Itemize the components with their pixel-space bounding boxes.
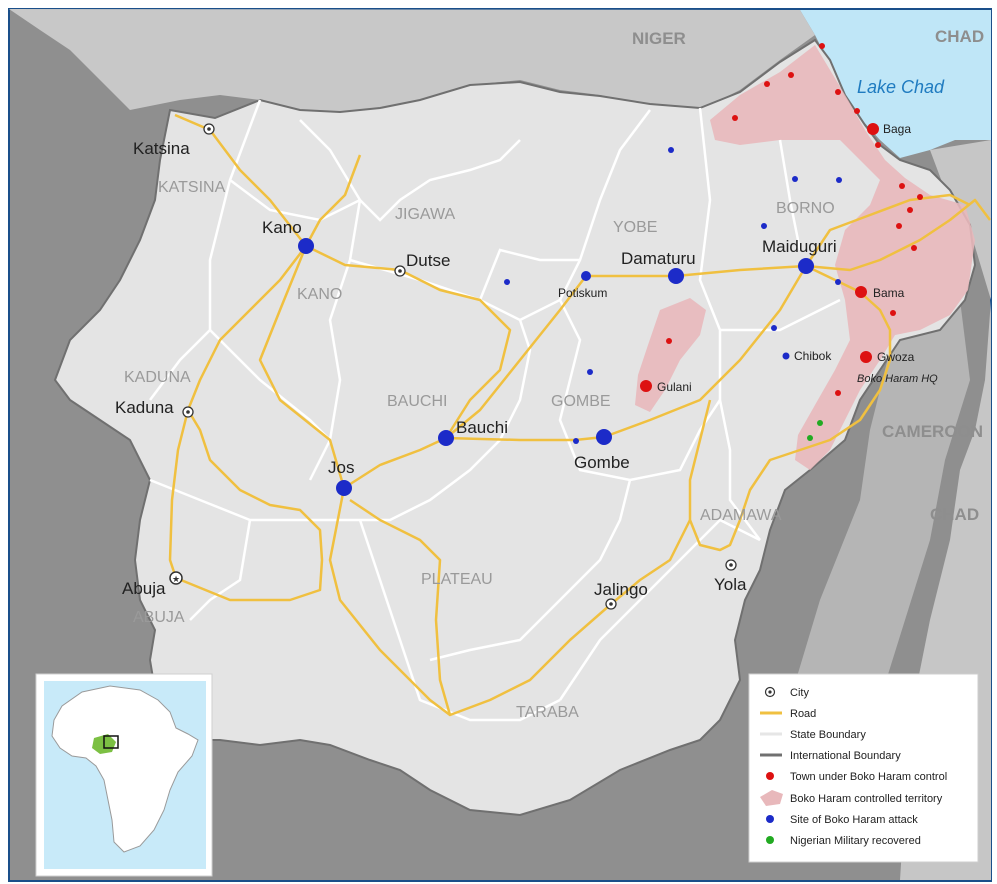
city-label-jos: Jos [328, 458, 354, 477]
state-label-kaduna: KADUNA [124, 369, 191, 386]
city-label-bama: Bama [873, 286, 905, 300]
legend-state-boundary-label: State Boundary [790, 729, 866, 741]
legend-boko-town-label: Town under Boko Haram control [790, 771, 947, 783]
state-boundaries [149, 99, 841, 722]
city-label-gwoza: Gwoza [877, 350, 915, 364]
state-label-katsina: KATSINA [158, 179, 226, 196]
military-recovered [807, 435, 813, 441]
city-label-abuja: Abuja [122, 579, 166, 598]
boko-town-bama [855, 286, 867, 298]
nigeria-outline [53, 38, 977, 817]
state-label-bauchi: BAUCHI [387, 393, 447, 410]
boko-territory-north [710, 45, 975, 470]
legend-recovered-label: Nigerian Military recovered [790, 835, 921, 847]
attack-site-potiskum [581, 271, 591, 281]
state-label-borno: BORNO [776, 200, 835, 217]
state-label-taraba: TARABA [516, 704, 579, 721]
state-label-kano: KANO [297, 286, 342, 303]
legend: City Road State Boundary International B… [748, 673, 979, 863]
attack-site [761, 223, 767, 229]
attack-site-maiduguri [798, 258, 814, 274]
city-marker-dutse [394, 265, 406, 277]
city-label-damaturu: Damaturu [621, 249, 696, 268]
boko-territory-gulani [635, 298, 706, 412]
roads [168, 113, 991, 717]
attack-site [792, 176, 798, 182]
legend-territory-icon [760, 790, 783, 806]
legend-city-icon [764, 686, 776, 698]
boko-towns-small [666, 43, 923, 396]
africa-shape [51, 685, 199, 853]
africa-inset [35, 673, 213, 877]
inset-locator-box [103, 735, 119, 749]
city-label-kaduna: Kaduna [115, 398, 174, 417]
state-label-yobe: YOBE [613, 219, 657, 236]
city-marker-kaduna [182, 406, 194, 418]
niger-region [9, 9, 815, 120]
attack-site [668, 147, 674, 153]
attack-site-kano [298, 238, 314, 254]
legend-international-boundary-label: International Boundary [790, 750, 901, 762]
boko-town-gwoza [860, 351, 872, 363]
city-label-yola: Yola [714, 575, 747, 594]
state-label-plateau: PLATEAU [421, 571, 493, 588]
state-label-gombe: GOMBE [551, 393, 611, 410]
lake-chad-label: Lake Chad [857, 77, 945, 97]
legend-attack-icon [766, 815, 774, 823]
country-label-cameroon: CAMEROON [882, 422, 983, 441]
attack-site-damaturu [668, 268, 684, 284]
state-label-jigawa: JIGAWA [395, 206, 455, 223]
city-label-kano: Kano [262, 218, 302, 237]
attack-site-chibok [782, 352, 790, 360]
city-label-gulani: Gulani [657, 380, 692, 394]
legend-city-label: City [790, 687, 809, 699]
svg-text:★: ★ [172, 575, 180, 585]
city-marker-yola [725, 559, 737, 571]
country-label-niger: NIGER [632, 29, 686, 48]
legend-recovered-icon [766, 836, 774, 844]
city-label-maiduguri: Maiduguri [762, 237, 837, 256]
legend-road-label: Road [790, 708, 816, 720]
attack-site-gombe [596, 429, 612, 445]
city-label-dutse: Dutse [406, 251, 450, 270]
city-label-gombe: Gombe [574, 453, 630, 472]
boko-hq-label: Boko Haram HQ [857, 373, 938, 385]
attack-site-jos [336, 480, 352, 496]
state-label-abuja: ABUJA [133, 609, 185, 626]
attack-site [771, 325, 777, 331]
legend-attack-label: Site of Boko Haram attack [790, 814, 918, 826]
legend-territory-label: Boko Haram controlled territory [790, 793, 943, 805]
country-label-chad-top: CHAD [935, 27, 984, 46]
city-label-chibok: Chibok [794, 349, 832, 363]
city-marker-jalingo [605, 598, 617, 610]
capital-marker-abuja: ★ [169, 571, 183, 585]
attack-site [836, 177, 842, 183]
state-label-adamawa: ADAMAWA [700, 507, 782, 524]
country-label-chad-right: CHAD [930, 505, 979, 524]
city-marker-katsina [203, 123, 215, 135]
attack-site [504, 279, 510, 285]
city-label-baga: Baga [883, 122, 911, 136]
boko-town-baga [867, 123, 879, 135]
legend-boko-town-icon [766, 772, 774, 780]
attack-site [835, 279, 841, 285]
boko-town-gulani [640, 380, 652, 392]
attack-site [573, 438, 579, 444]
city-label-potiskum: Potiskum [558, 286, 607, 300]
attack-site-bauchi [438, 430, 454, 446]
city-label-jalingo: Jalingo [594, 580, 648, 599]
military-recovered [817, 420, 823, 426]
lake-chad [800, 10, 991, 158]
city-label-bauchi: Bauchi [456, 418, 508, 437]
city-label-katsina: Katsina [133, 139, 190, 158]
attack-site [587, 369, 593, 375]
